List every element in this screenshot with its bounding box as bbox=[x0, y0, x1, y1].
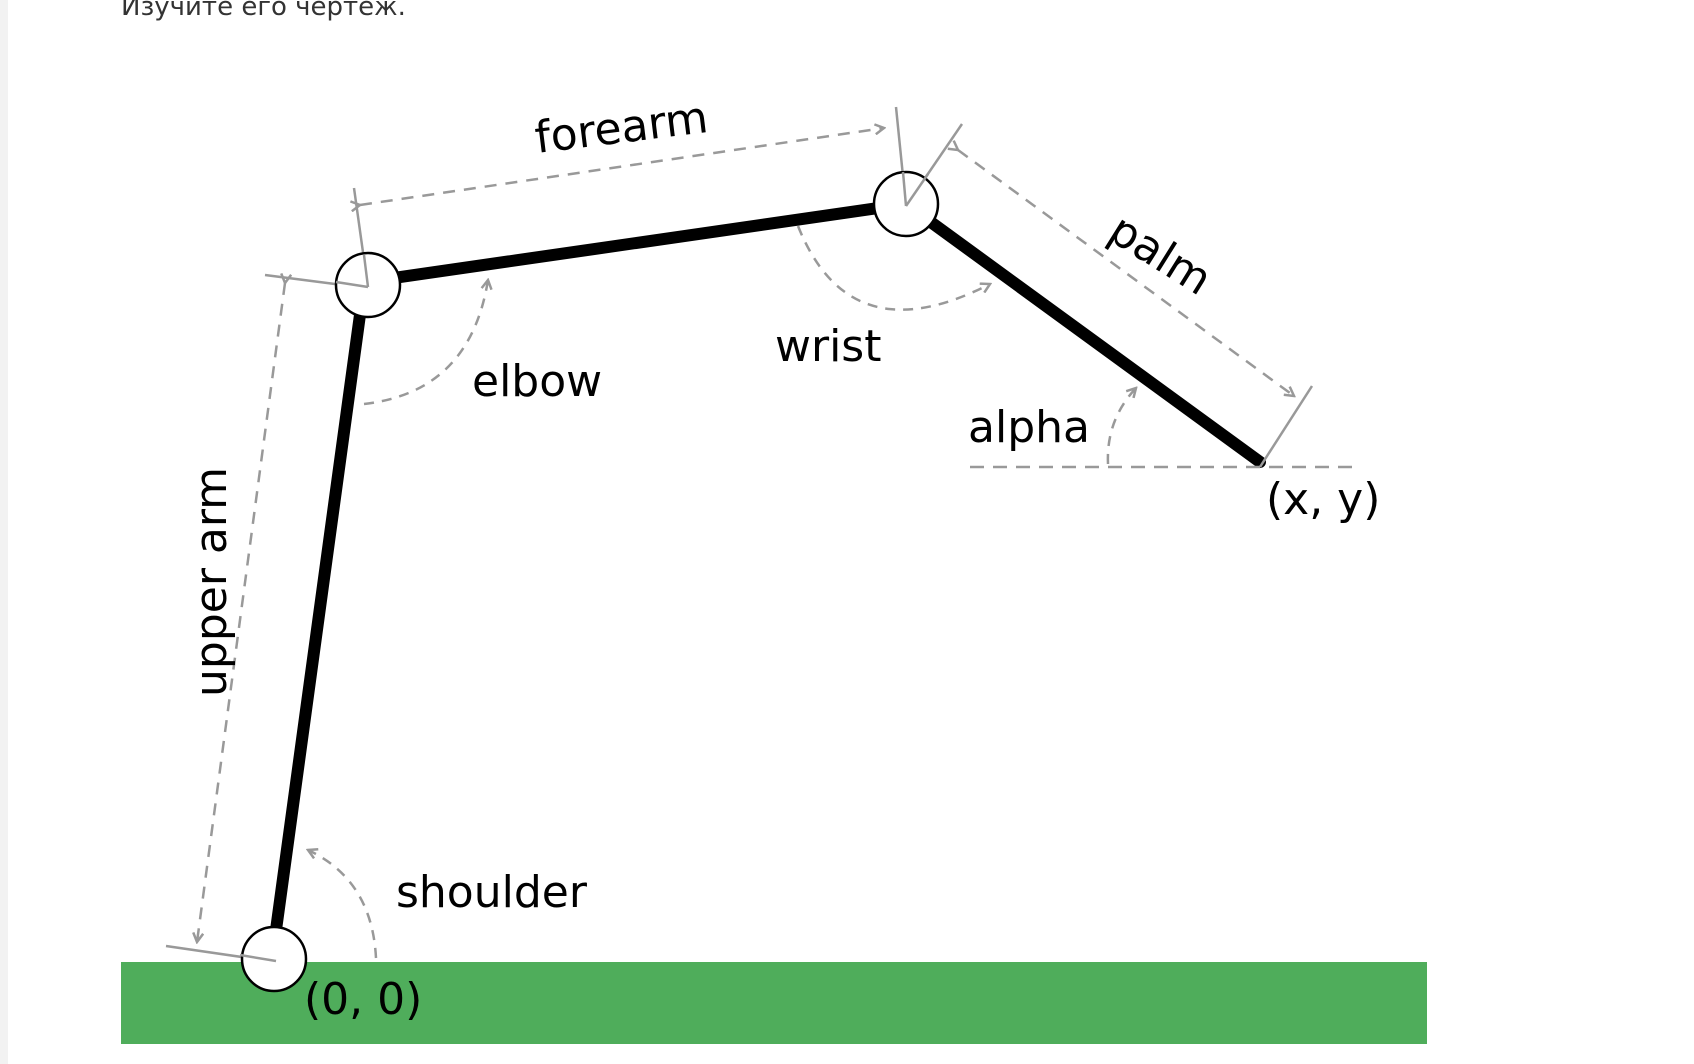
forearm-segment bbox=[374, 200, 898, 286]
ground-bar bbox=[121, 962, 1427, 1044]
palm-dimension-arrow bbox=[958, 150, 1294, 396]
shoulder-angle-arc bbox=[308, 850, 378, 959]
wrist-angle-arc bbox=[796, 225, 990, 311]
joints bbox=[240, 170, 940, 993]
upper-arm-dimension-arrow bbox=[197, 283, 285, 942]
elbow-angle-arc bbox=[363, 280, 488, 406]
elbow-guide-v bbox=[362, 254, 370, 288]
shoulder-joint bbox=[240, 925, 308, 993]
endpoint-label: (x, y) bbox=[1266, 474, 1380, 525]
forearm-dimension-arrow bbox=[360, 128, 884, 205]
elbow-label: elbow bbox=[472, 356, 602, 407]
reference-lines bbox=[165, 106, 1360, 964]
angle-arcs bbox=[308, 225, 1136, 959]
wrist-guide-d bbox=[904, 173, 930, 207]
arm-segments bbox=[270, 200, 1266, 936]
origin-label: (0, 0) bbox=[304, 974, 422, 1025]
wrist-label: wrist bbox=[775, 321, 881, 372]
forearm-label: forearm bbox=[532, 92, 711, 164]
dimension-arrows bbox=[197, 128, 1294, 942]
upper-arm-label: upper arm bbox=[186, 467, 237, 697]
intro-text: Изучите его чертёж. bbox=[121, 0, 406, 22]
shoulder-label: shoulder bbox=[396, 867, 588, 918]
left-border-strip bbox=[0, 0, 8, 1064]
upper-arm-segment bbox=[270, 294, 368, 936]
alpha-label: alpha bbox=[968, 402, 1090, 453]
alpha-angle-arc bbox=[1106, 388, 1136, 465]
palm-end-tick bbox=[1258, 385, 1314, 468]
wrist-guide-v bbox=[901, 171, 908, 207]
joint-guides bbox=[239, 171, 930, 963]
palm-label: palm bbox=[1100, 204, 1220, 306]
shoulder-guide bbox=[239, 953, 277, 963]
elbow-guide-h bbox=[335, 280, 369, 289]
